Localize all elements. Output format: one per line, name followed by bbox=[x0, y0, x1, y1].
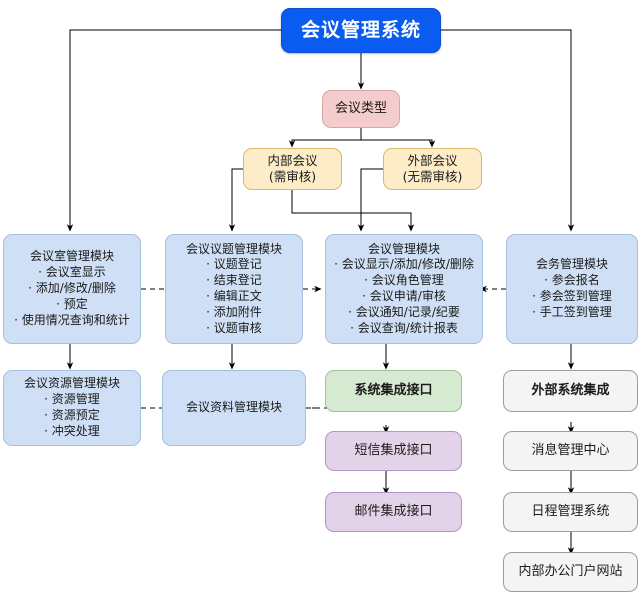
edge-type-to-external bbox=[360, 128, 436, 148]
node-module-affairs-item-0: · 参会报名 bbox=[544, 273, 600, 288]
node-system-integration-interface[interactable]: 系统集成接口 bbox=[325, 370, 462, 412]
node-schedule-management-system-label: 日程管理系统 bbox=[531, 504, 610, 520]
node-category-internal-label-2: (需审核) bbox=[268, 169, 317, 184]
node-module-meeting-management-item-2: · 会议申请/审核 bbox=[362, 289, 446, 303]
node-module-meetingroom-item-0: · 会议室显示 bbox=[38, 265, 106, 280]
node-external-system-integration[interactable]: 外部系统集成 bbox=[503, 370, 638, 412]
node-category-external-label-2: (无需审核) bbox=[402, 169, 463, 184]
node-module-materials[interactable]: 会议资料管理模块 bbox=[162, 370, 306, 446]
node-module-topic-title: 会议议题管理模块 bbox=[185, 241, 282, 256]
edge-root-to-affairs bbox=[441, 29, 575, 232]
node-module-meeting-management-item-1: · 会议角色管理 bbox=[364, 273, 444, 288]
node-category-external-label-1: 外部会议 bbox=[407, 152, 458, 168]
edge-type-to-internal bbox=[288, 128, 362, 148]
node-module-affairs[interactable]: 会务管理模块 · 参会报名 · 参会签到管理 · 手工签到管理 bbox=[506, 234, 638, 344]
edge-internal-down bbox=[228, 168, 243, 232]
node-module-affairs-title: 会务管理模块 bbox=[535, 257, 608, 272]
node-category-internal[interactable]: 内部会议 (需审核) bbox=[243, 148, 342, 190]
node-internal-office-portal-label: 内部办公门户网站 bbox=[518, 564, 623, 580]
node-module-resource-item-0: · 资源管理 bbox=[44, 392, 100, 407]
node-meeting-type[interactable]: 会议类型 bbox=[322, 90, 400, 128]
node-module-topic-item-0: · 议题登记 bbox=[206, 257, 262, 272]
node-module-resource-item-1: · 资源预定 bbox=[44, 408, 100, 422]
node-module-affairs-item-1: · 参会签到管理 bbox=[532, 289, 612, 303]
node-module-resource[interactable]: 会议资源管理模块 · 资源管理 · 资源预定 · 冲突处理 bbox=[3, 370, 141, 446]
edge-external-down bbox=[357, 168, 383, 232]
node-module-meeting-management-item-3: · 会议通知/记录/纪要 bbox=[348, 304, 460, 319]
node-module-meetingroom[interactable]: 会议室管理模块 · 会议室显示 · 添加/修改/删除 · 预定 · 使用情况查询… bbox=[3, 234, 141, 344]
node-message-management-center-label: 消息管理中心 bbox=[531, 443, 610, 459]
node-module-meetingroom-item-3: · 使用情况查询和统计 bbox=[14, 312, 130, 327]
node-module-meeting-management-title: 会议管理模块 bbox=[367, 241, 440, 256]
node-category-internal-label-1: 内部会议 bbox=[267, 152, 318, 168]
node-module-meetingroom-item-2: · 预定 bbox=[56, 296, 88, 311]
node-module-topic-item-2: · 编辑正文 bbox=[206, 289, 262, 303]
node-mail-integration-interface[interactable]: 邮件集成接口 bbox=[325, 492, 462, 532]
node-mail-integration-interface-label: 邮件集成接口 bbox=[354, 504, 433, 520]
node-module-topic-item-1: · 结束登记 bbox=[206, 273, 262, 288]
node-module-topic-item-4: · 议题审核 bbox=[206, 320, 262, 335]
node-external-system-integration-label: 外部系统集成 bbox=[531, 383, 610, 399]
node-internal-office-portal[interactable]: 内部办公门户网站 bbox=[503, 552, 638, 592]
node-module-meeting-management[interactable]: 会议管理模块 · 会议显示/添加/修改/删除 · 会议角色管理 · 会议申请/审… bbox=[325, 234, 483, 344]
node-sms-integration-interface-label: 短信集成接口 bbox=[354, 443, 433, 459]
node-module-resource-title: 会议资源管理模块 bbox=[23, 376, 120, 391]
node-root[interactable]: 会议管理系统 bbox=[281, 8, 441, 53]
node-system-integration-interface-label: 系统集成接口 bbox=[354, 383, 433, 399]
node-meeting-type-label: 会议类型 bbox=[334, 101, 387, 117]
node-module-meetingroom-item-1: · 添加/修改/删除 bbox=[28, 281, 116, 296]
node-module-resource-item-2: · 冲突处理 bbox=[44, 423, 100, 438]
node-category-external[interactable]: 外部会议 (无需审核) bbox=[383, 148, 482, 190]
node-module-affairs-item-2: · 手工签到管理 bbox=[532, 304, 612, 319]
node-module-materials-title: 会议资料管理模块 bbox=[185, 400, 282, 415]
node-schedule-management-system[interactable]: 日程管理系统 bbox=[503, 492, 638, 532]
node-module-topic-item-3: · 添加附件 bbox=[206, 304, 262, 319]
node-module-meetingroom-title: 会议室管理模块 bbox=[29, 249, 114, 264]
node-message-management-center[interactable]: 消息管理中心 bbox=[503, 431, 638, 471]
node-module-meeting-management-item-4: · 会议查询/统计报表 bbox=[350, 320, 458, 335]
node-module-topic[interactable]: 会议议题管理模块 · 议题登记 · 结束登记 · 编辑正文 · 添加附件 · 议… bbox=[165, 234, 303, 344]
edge-root-to-meetingroom bbox=[66, 29, 281, 232]
edge-internal-to-meetingmgmt bbox=[291, 190, 415, 232]
node-sms-integration-interface[interactable]: 短信集成接口 bbox=[325, 431, 462, 471]
node-root-label: 会议管理系统 bbox=[300, 18, 421, 41]
node-module-meeting-management-item-0: · 会议显示/添加/修改/删除 bbox=[334, 257, 474, 272]
